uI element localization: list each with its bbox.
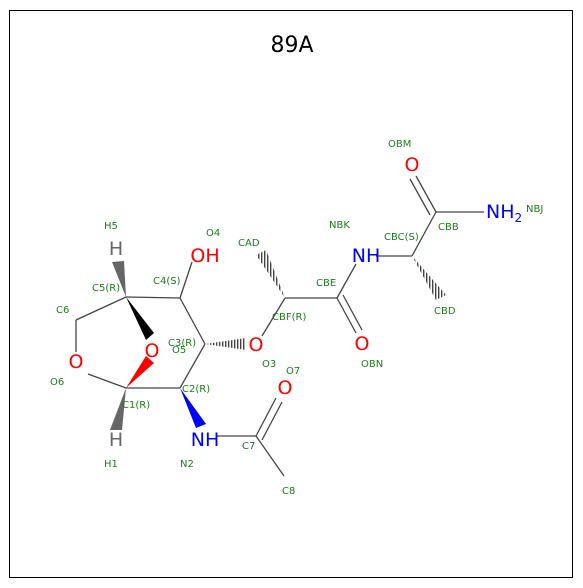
bond-o6-c1 xyxy=(87,373,127,389)
bond-cbb-obm-b xyxy=(409,178,431,216)
wedge-c5-h5 xyxy=(112,261,126,297)
label-c4: C4(S) xyxy=(153,276,181,287)
label-cbb: CBB xyxy=(438,222,459,233)
molecule-frame xyxy=(9,10,573,578)
atom-o3: O xyxy=(249,334,264,356)
bond-cbe-nbk xyxy=(336,263,357,299)
bond-cbe-obn-b xyxy=(342,294,363,331)
bond-c7-c8 xyxy=(255,435,285,477)
bond-cbe-obn-a xyxy=(336,297,357,334)
atom-o5: O xyxy=(145,340,160,362)
wedge-c5-o5 xyxy=(126,297,154,340)
bond-c7-o7-b xyxy=(261,401,283,441)
wedge-c1-o5 xyxy=(126,356,154,388)
label-c6: C6 xyxy=(56,305,69,316)
label-c5: C5(R) xyxy=(92,283,120,294)
atom-n2: NH xyxy=(191,429,220,451)
label-cbd: CBD xyxy=(434,306,456,317)
hash-c3-o3 xyxy=(205,338,246,350)
bond-o3-cbf xyxy=(261,297,286,337)
label-nbj: NBJ xyxy=(526,204,543,215)
molecule-title: 89A xyxy=(270,33,313,58)
bond-cbb-obm-a xyxy=(415,175,437,213)
hash-cbc-cbd xyxy=(412,256,446,300)
atom-o4: OH xyxy=(190,245,219,267)
label-h5: H5 xyxy=(104,221,118,232)
atom-symbols: OH O O O O O O NH NH NH2 H H xyxy=(69,154,523,451)
bonds xyxy=(75,175,484,477)
wedge-c1-h1 xyxy=(110,388,126,430)
wedge-c2-n2 xyxy=(180,388,206,428)
label-c2: C2(R) xyxy=(182,384,210,395)
label-c8: C8 xyxy=(282,486,295,497)
bond-c7-o7-a xyxy=(255,397,277,437)
label-o6: O6 xyxy=(50,377,64,388)
label-o4: O4 xyxy=(206,228,220,239)
bond-c4-c3 xyxy=(179,297,206,345)
label-cad: CAD xyxy=(238,238,260,249)
atom-obm: O xyxy=(405,154,420,176)
bond-c5-c6 xyxy=(75,296,127,321)
label-o3: O3 xyxy=(262,359,276,370)
label-c7: C7 xyxy=(242,441,255,452)
stereo-bonds xyxy=(110,250,446,430)
atom-o6: O xyxy=(69,351,84,373)
label-obm: OBM xyxy=(388,139,411,150)
atom-nbk: NH xyxy=(352,245,381,267)
atom-h5: H xyxy=(109,238,123,260)
bond-c5-c4 xyxy=(125,296,181,299)
bond-c4-o4 xyxy=(179,261,193,299)
label-obn: OBN xyxy=(361,359,383,370)
label-c1: C1(R) xyxy=(122,400,150,411)
label-cbe: CBE xyxy=(316,278,336,289)
bond-c3-c2 xyxy=(179,343,206,389)
label-cbf: CBF(R) xyxy=(272,312,306,323)
atom-nbj: NH2 xyxy=(486,201,522,225)
atom-labels: H5 O4 CAD NBK OBM NBJ CBB CBC(S) CBE C5(… xyxy=(50,139,543,497)
atom-obn: O xyxy=(355,333,370,355)
label-cbc: CBC(S) xyxy=(384,232,419,243)
label-o7: O7 xyxy=(286,366,300,377)
atom-h1: H xyxy=(109,429,123,451)
label-nbk: NBK xyxy=(329,220,350,231)
label-h1: H1 xyxy=(104,459,118,470)
label-c3: C3(R) xyxy=(168,338,196,349)
label-n2: N2 xyxy=(180,459,194,470)
atom-o7: O xyxy=(278,377,293,399)
hash-cbf-cad xyxy=(256,250,285,298)
bond-cbc-cbb xyxy=(411,211,437,257)
label-o5: O5 xyxy=(172,345,186,356)
